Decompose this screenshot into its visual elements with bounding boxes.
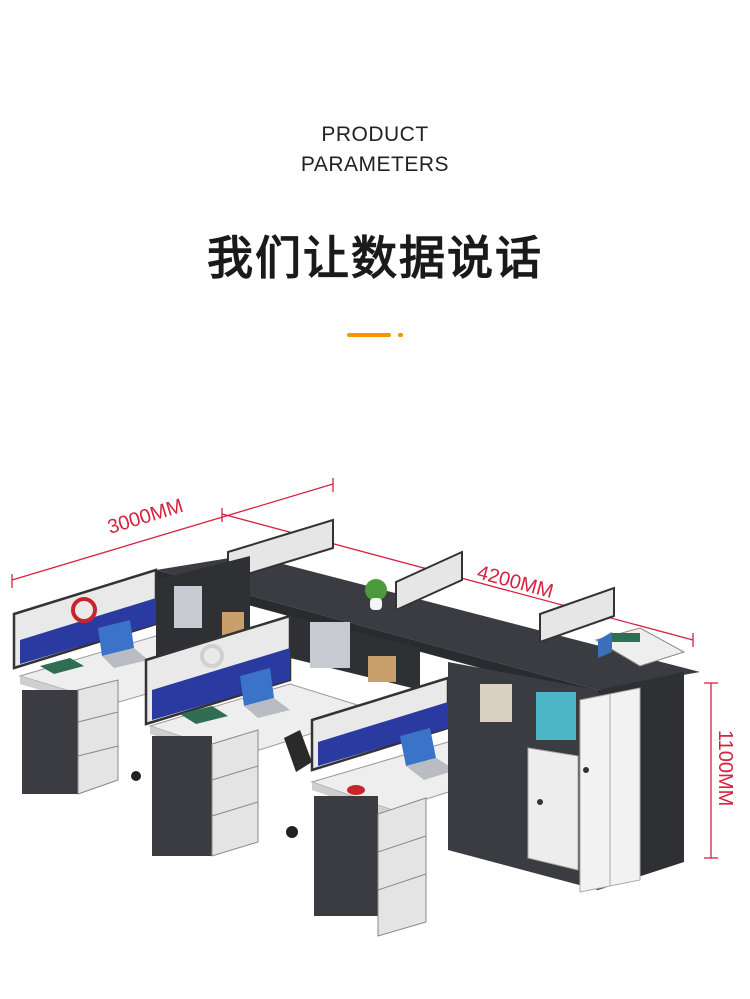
chair-icon (286, 826, 298, 838)
center-workstation (144, 614, 382, 857)
laptop-icon (598, 632, 612, 658)
cup-icon (347, 785, 365, 795)
laptop-icon (98, 620, 134, 656)
lock-icon (537, 799, 543, 805)
lock-icon (583, 767, 589, 773)
left-workstation (12, 568, 252, 795)
headphones-icon (200, 644, 224, 668)
book-icon (40, 658, 84, 674)
plant-icon (365, 579, 387, 601)
chair-icon (131, 771, 141, 781)
accent-dot (398, 333, 403, 337)
storage-cabinet (448, 662, 684, 893)
book-icon (180, 706, 228, 724)
middle-bookshelf (156, 556, 420, 690)
page-headline: 我们让数据说话 (207, 231, 543, 285)
section-subtitle: PRODUCT PARAMETERS (0, 120, 750, 180)
headphones-icon (71, 597, 97, 623)
laptop-icon (400, 728, 436, 766)
accent-bar (347, 333, 391, 337)
back-workstations (156, 518, 700, 700)
subtitle-line-2: PARAMETERS (300, 153, 450, 176)
laptop-icon (240, 668, 274, 706)
subtitle-line-1: PRODUCT (321, 123, 429, 146)
front-workstation (310, 676, 532, 937)
dimension-height: 1100MM (714, 730, 736, 806)
book-icon (612, 633, 640, 642)
dimension-depth: 4200MM (475, 562, 556, 603)
